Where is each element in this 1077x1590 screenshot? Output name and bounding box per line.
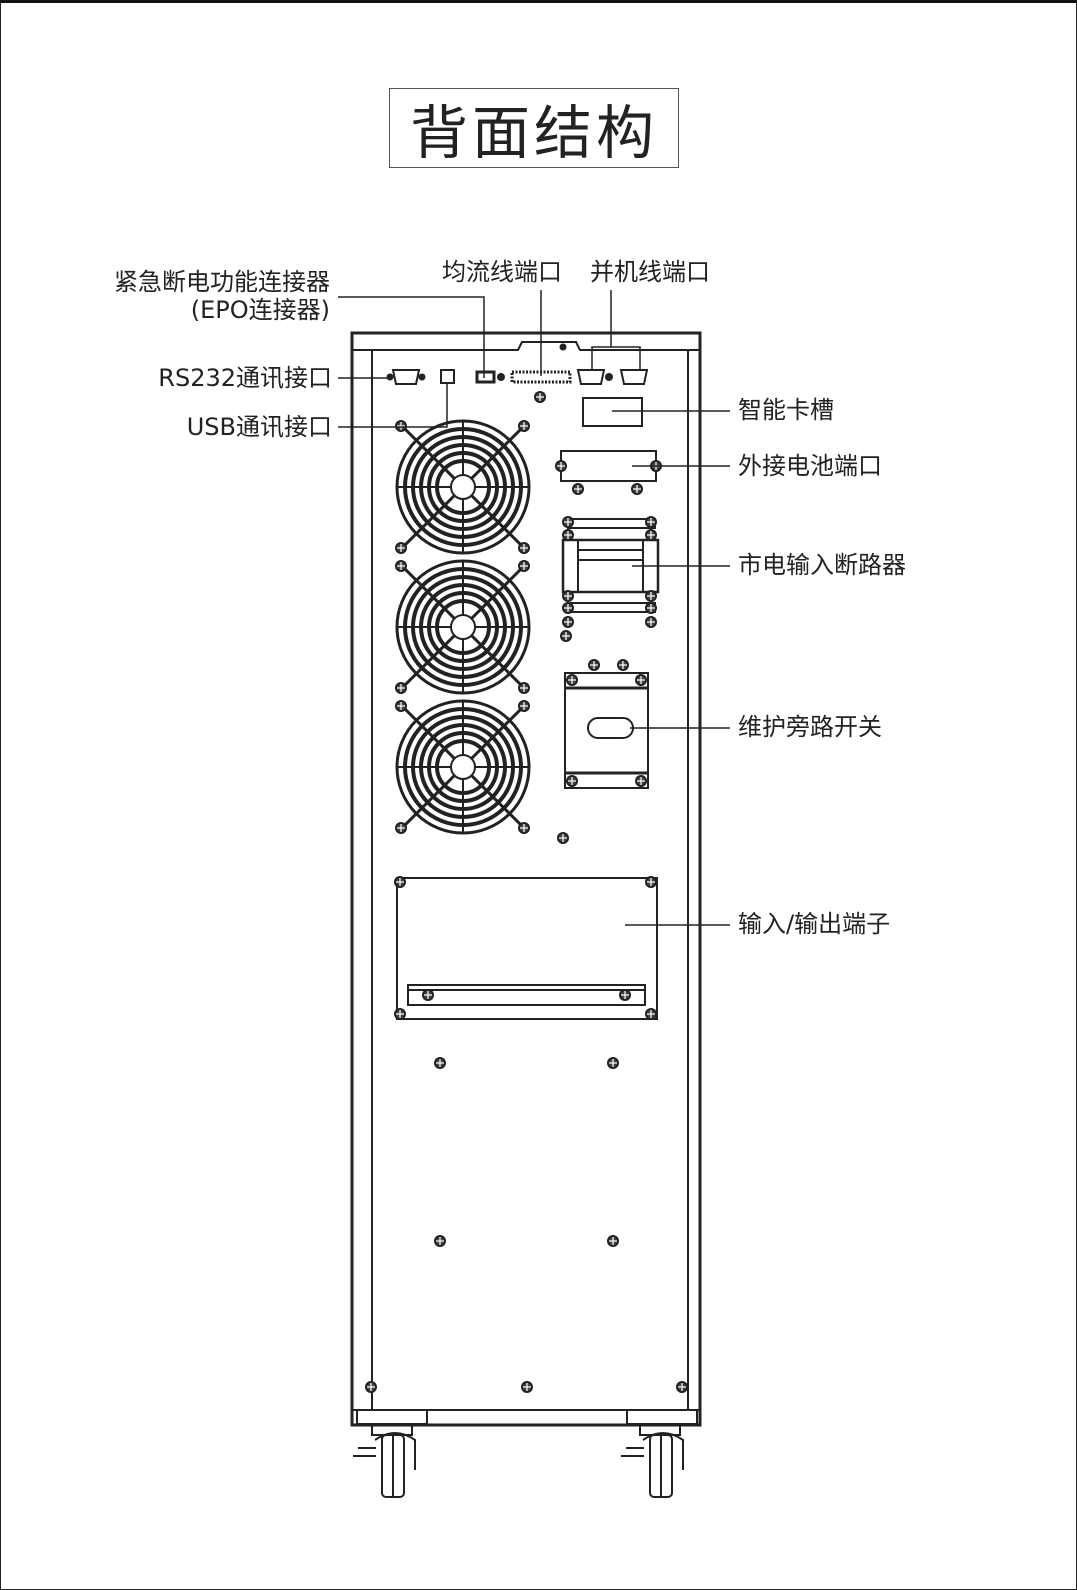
cooling-fan-3	[395, 699, 531, 835]
label-io-terminal: 输入/输出端子	[738, 910, 891, 938]
title-box: 背面结构	[389, 88, 679, 168]
epo-connector	[475, 370, 505, 384]
screw-icon	[645, 516, 657, 528]
screw-icon	[395, 560, 407, 572]
screw-icon	[566, 674, 578, 686]
screw-icon	[422, 989, 434, 1001]
screw-icon	[562, 516, 574, 528]
screw-icon	[562, 602, 574, 614]
label-bypass-switch: 维护旁路开关	[738, 713, 882, 741]
screw-icon	[434, 1235, 446, 1247]
screw-icon	[395, 682, 407, 694]
label-rs232: RS232通讯接口	[158, 364, 332, 392]
parallel-port-1	[576, 369, 606, 385]
cooling-fan-2	[395, 559, 531, 695]
screw-icon	[518, 560, 530, 572]
screw-icon	[572, 483, 584, 495]
screw-icon	[394, 876, 406, 888]
screw-icon	[645, 602, 657, 614]
screw-icon	[631, 483, 643, 495]
screw-icon	[534, 391, 546, 403]
screw-icon	[518, 420, 530, 432]
leader-lines	[338, 290, 730, 926]
screw-icon	[607, 1235, 619, 1247]
screw-icon	[645, 616, 657, 628]
page-title: 背面结构	[409, 99, 658, 167]
bypass-switch	[564, 672, 649, 789]
smart-card-slot	[582, 397, 643, 427]
usb-port	[440, 369, 455, 384]
screw-icon	[518, 542, 530, 554]
label-parallel: 并机线端口	[590, 258, 710, 286]
screw-icon	[588, 659, 600, 671]
screw-icon	[635, 775, 647, 787]
screw-icon	[518, 700, 530, 712]
cooling-fan-1	[395, 419, 531, 555]
screw-icon	[557, 832, 569, 844]
rs232-port	[386, 369, 426, 385]
screw-icon	[645, 876, 657, 888]
label-smart-slot: 智能卡槽	[738, 396, 834, 424]
label-current-sharing: 均流线端口	[442, 258, 562, 286]
screw-icon	[562, 616, 574, 628]
io-terminal-cover	[396, 877, 658, 1020]
caster-left	[353, 1409, 428, 1498]
screw-icon	[434, 1057, 446, 1069]
label-mains-breaker: 市电输入断路器	[738, 551, 906, 579]
screw-icon	[560, 630, 572, 642]
screw-icon	[521, 1381, 533, 1393]
label-epo-line1: 紧急断电功能连接器	[114, 268, 330, 296]
screw-icon	[635, 674, 647, 686]
screw-icon	[394, 1008, 406, 1020]
label-battery-port: 外接电池端口	[738, 452, 882, 480]
screw-icon	[562, 590, 574, 602]
screw-icon	[645, 590, 657, 602]
screw-icon	[607, 1057, 619, 1069]
screw-icon	[518, 822, 530, 834]
cabinet	[350, 331, 702, 1427]
screw-icon	[645, 529, 657, 541]
screw-icon	[395, 700, 407, 712]
screw-icon	[518, 682, 530, 694]
screw-icon	[619, 989, 631, 1001]
screw-icon	[566, 775, 578, 787]
label-usb: USB通讯接口	[186, 413, 332, 441]
parallel-port-2	[619, 369, 649, 385]
label-epo-line2: (EPO连接器)	[190, 296, 330, 324]
caster-right	[621, 1409, 698, 1498]
screw-icon	[365, 1381, 377, 1393]
screw-icon	[645, 1008, 657, 1020]
screw-icon	[395, 822, 407, 834]
label-epo: 紧急断电功能连接器 (EPO连接器)	[96, 268, 330, 324]
screw-icon	[617, 659, 629, 671]
screw-icon	[395, 542, 407, 554]
screw-icon	[555, 460, 567, 472]
screw-icon	[562, 529, 574, 541]
screw-icon	[395, 420, 407, 432]
screw-icon	[676, 1381, 688, 1393]
